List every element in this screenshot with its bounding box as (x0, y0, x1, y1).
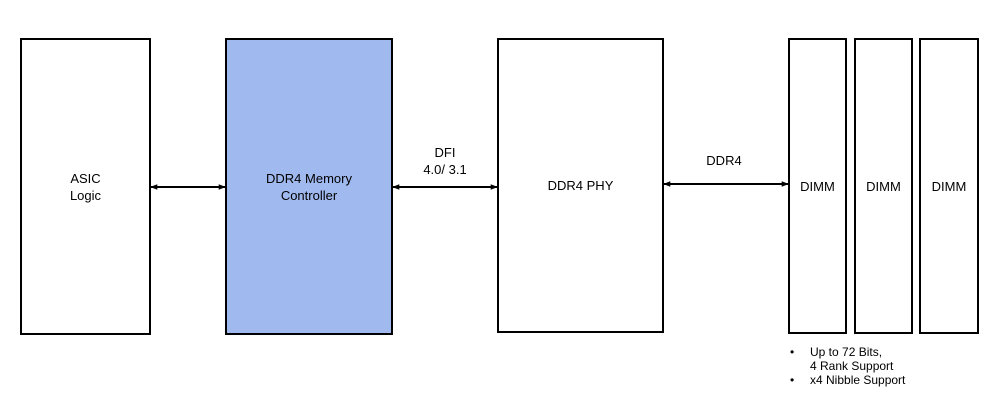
dimm-block: DIMM (788, 38, 847, 334)
dimm-block: DIMM (919, 38, 979, 334)
dfi-interface-label: DFI 4.0/ 3.1 (423, 145, 467, 177)
ddr4-interface-label: DDR4 (706, 153, 742, 168)
feature-note: x4 Nibble Support (790, 373, 995, 387)
ddr4-phy-block: DDR4 PHY (497, 38, 664, 333)
memory-controller-block: DDR4 Memory Controller (225, 38, 393, 335)
asic-logic-block: ASIC Logic (20, 38, 151, 335)
memory-controller-label: DDR4 Memory Controller (266, 170, 352, 203)
feature-notes-list: Up to 72 Bits, 4 Rank Support x4 Nibble … (790, 345, 995, 387)
asic-logic-label: ASIC Logic (69, 170, 102, 203)
ddr4-phy-label: DDR4 PHY (547, 178, 614, 193)
dimm-block: DIMM (854, 38, 913, 334)
dimm-label: DIMM (866, 178, 901, 194)
dimm-label: DIMM (931, 178, 967, 194)
dimm-label: DIMM (800, 178, 835, 194)
feature-note: Up to 72 Bits, 4 Rank Support (790, 345, 995, 373)
